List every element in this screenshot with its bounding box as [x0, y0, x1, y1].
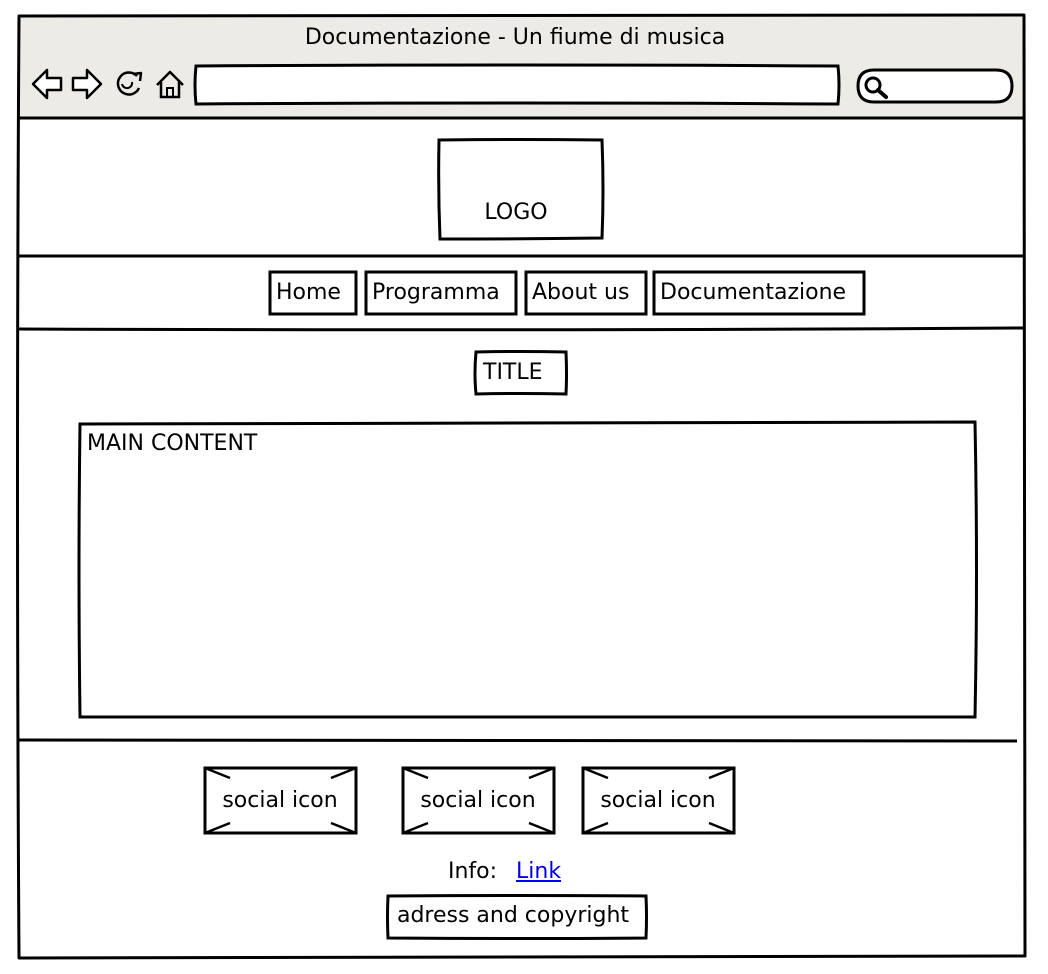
nav-item-home[interactable]: Home — [270, 272, 356, 314]
social-icon-button-1[interactable]: social icon — [205, 768, 356, 833]
window-title: Documentazione - Un fiume di musica — [304, 25, 726, 50]
nav-item-label: Home — [276, 280, 341, 305]
nav-item-programma[interactable]: Programma — [366, 272, 516, 314]
nav-item-documentazione[interactable]: Documentazione — [654, 272, 864, 314]
address-copyright: adress and copyright — [396, 903, 630, 928]
logo[interactable]: LOGO — [439, 140, 602, 239]
page-title: TITLE — [483, 360, 543, 385]
home-icon[interactable] — [156, 70, 184, 99]
address-input[interactable] — [200, 68, 836, 102]
nav-item-about-us[interactable]: About us — [526, 272, 646, 314]
footer-info-label: Info: — [448, 859, 498, 884]
main-content-label: MAIN CONTENT — [87, 431, 258, 456]
nav-item-label: Documentazione — [660, 280, 847, 305]
social-icon-label: social icon — [600, 788, 716, 813]
nav-item-label: Programma — [372, 280, 500, 305]
back-arrow-icon[interactable] — [31, 68, 63, 100]
nav-item-label: About us — [532, 280, 630, 305]
reload-icon[interactable] — [116, 71, 143, 96]
forward-arrow-icon[interactable] — [71, 68, 103, 100]
social-icon-label: social icon — [420, 788, 536, 813]
social-icon-button-3[interactable]: social icon — [583, 768, 734, 833]
logo-label: LOGO — [484, 200, 548, 225]
search-input[interactable] — [892, 73, 1008, 101]
social-icon-label: social icon — [222, 788, 338, 813]
search-icon — [864, 76, 888, 99]
footer-info-link[interactable]: Link — [516, 859, 562, 884]
social-icon-button-2[interactable]: social icon — [403, 768, 554, 833]
